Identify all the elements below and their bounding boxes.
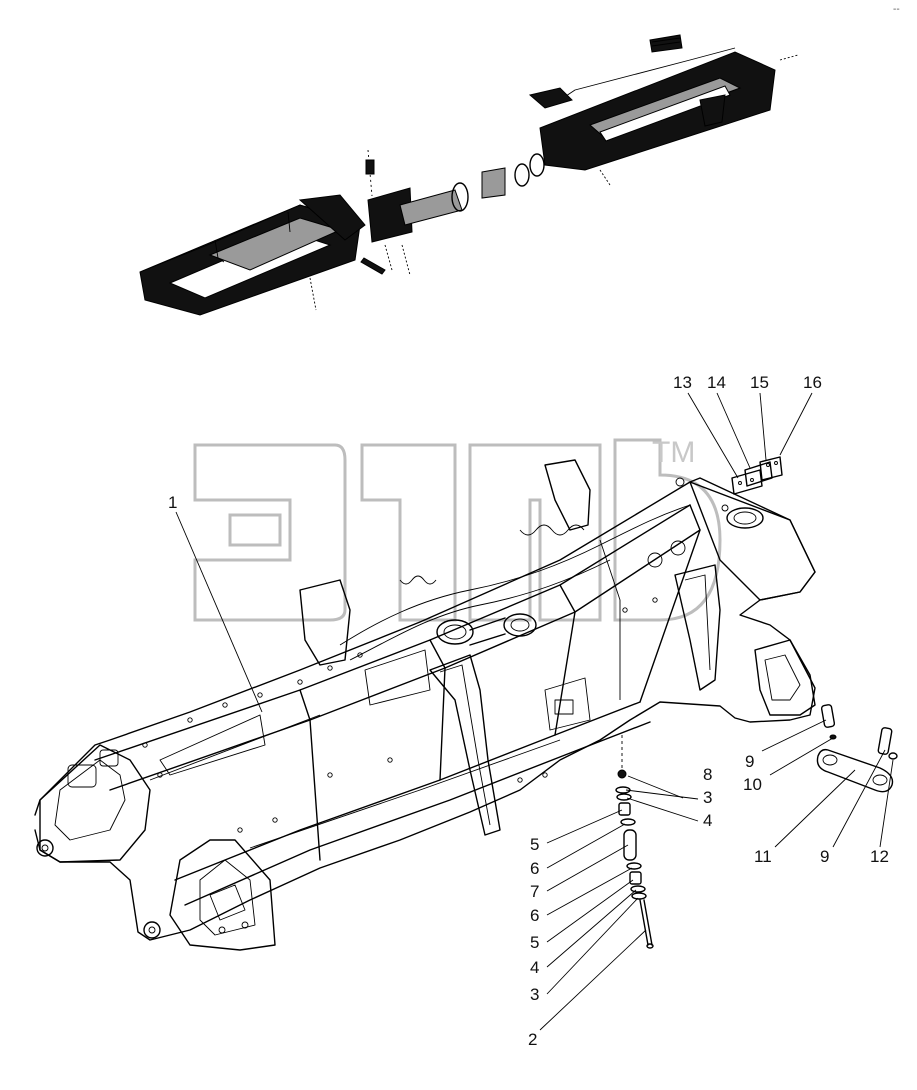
part-4-washer-lower <box>630 885 646 893</box>
callout-4a: 4 <box>703 811 712 830</box>
callout-12: 12 <box>870 847 889 866</box>
callout-14: 14 <box>707 373 726 392</box>
part-12-washer <box>888 752 898 760</box>
main-frame <box>34 459 816 951</box>
part-6-ring-upper <box>620 818 636 826</box>
part-2-bolt <box>639 899 649 946</box>
pin-hardware-stack <box>615 735 654 949</box>
callout-6a: 6 <box>530 859 539 878</box>
overview-assembly <box>139 34 799 316</box>
part-9-pin-left <box>820 704 836 728</box>
callout-labels: 1 2 3 4 8 5 6 7 6 5 4 3 9 10 11 9 12 13 … <box>168 373 889 1049</box>
overview-rear-frame <box>139 194 366 316</box>
callout-6b: 6 <box>530 906 539 925</box>
part-4-washer-upper <box>616 793 632 801</box>
part-3-washer-lower <box>631 892 647 900</box>
link-arm-assembly <box>816 704 898 793</box>
callout-2: 2 <box>528 1030 537 1049</box>
watermark-logo: TM <box>193 436 722 622</box>
leader-lines <box>175 392 894 1031</box>
part-5-bushing-lower <box>629 871 642 885</box>
callout-9a: 9 <box>745 752 754 771</box>
callout-5b: 5 <box>530 933 539 952</box>
overview-front-frame <box>528 34 799 186</box>
part-13-plate <box>731 469 763 495</box>
part-6-ring-lower <box>626 862 642 870</box>
corner-mark: -- <box>893 4 900 15</box>
callout-4b: 4 <box>530 958 539 977</box>
callout-11: 11 <box>754 847 772 866</box>
callout-8: 8 <box>703 765 712 784</box>
callout-3a: 3 <box>703 788 712 807</box>
callout-1: 1 <box>168 493 177 512</box>
part-10-retainer <box>829 734 837 740</box>
part-3-washer-upper <box>615 786 631 794</box>
callout-10: 10 <box>743 775 762 794</box>
watermark-trademark: TM <box>652 436 695 469</box>
callout-15: 15 <box>750 373 769 392</box>
frame-bolt-holes <box>142 597 658 833</box>
plate-assembly <box>731 456 783 495</box>
part-5-bushing-upper <box>618 802 631 816</box>
callout-5a: 5 <box>530 835 539 854</box>
callout-13: 13 <box>673 373 692 392</box>
part-15-bracket <box>759 456 783 481</box>
part-8-nut <box>617 769 627 779</box>
part-7-sleeve <box>623 829 637 861</box>
callout-7: 7 <box>530 882 539 901</box>
overview-pivot-parts <box>360 149 545 276</box>
part-11-link-arm <box>816 748 894 793</box>
callout-3b: 3 <box>530 985 539 1004</box>
callout-16: 16 <box>803 373 822 392</box>
callout-9b: 9 <box>820 847 829 866</box>
